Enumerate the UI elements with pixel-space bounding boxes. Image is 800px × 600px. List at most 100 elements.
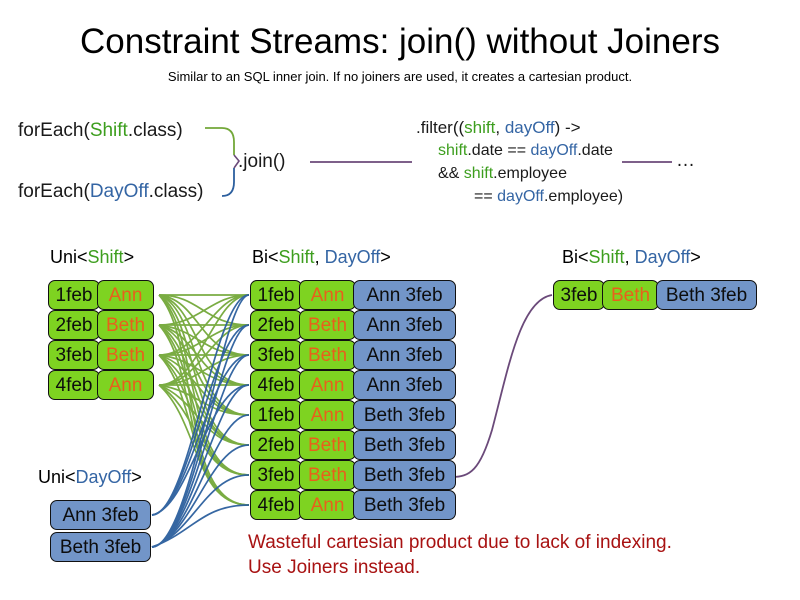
label-uni-shift-type: Shift bbox=[87, 247, 124, 267]
result-dayoff-cell: Beth 3feb bbox=[656, 280, 757, 310]
filter-line-1: .filter((shift, dayOff) -> bbox=[416, 116, 623, 139]
result-date-text: 3feb bbox=[560, 284, 598, 306]
bi-row[interactable]: 4feb Ann Beth 3feb bbox=[250, 490, 456, 520]
label-bi-right-pre: Bi< bbox=[562, 247, 589, 267]
bi-employee-cell: Beth bbox=[299, 460, 356, 490]
bi-date-cell: 4feb bbox=[250, 370, 302, 400]
filter-l2-mid: .date == bbox=[467, 142, 531, 159]
bi-employee-cell-text: Beth bbox=[307, 344, 348, 366]
bi-employee-cell: Ann bbox=[299, 490, 356, 520]
shift-employee-cell-text: Ann bbox=[108, 284, 143, 306]
filter-line-4: == dayOff.employee) bbox=[416, 185, 623, 208]
bi-date-cell-text: 1feb bbox=[257, 284, 295, 306]
filter-l4-dayoff: dayOff bbox=[497, 188, 544, 205]
label-bi-right-sep: , bbox=[624, 247, 635, 267]
filter-l2-dayoff: dayOff bbox=[530, 142, 578, 159]
shift-employee-cell: Ann bbox=[97, 280, 154, 310]
filter-line-3: && shift.employee bbox=[416, 162, 623, 185]
bi-row[interactable]: 1feb Ann Ann 3feb bbox=[250, 280, 456, 310]
bi-date-cell: 3feb bbox=[250, 460, 302, 490]
code-foreach-dayoff: forEach(DayOff.class) bbox=[18, 180, 204, 204]
label-bi-mid-pre: Bi< bbox=[252, 247, 279, 267]
label-uni-dayoff-post: > bbox=[131, 467, 142, 487]
warning-line-2: Use Joiners instead. bbox=[248, 557, 421, 578]
bi-dayoff-cell: Ann 3feb bbox=[353, 280, 456, 310]
label-uni-shift-post: > bbox=[123, 247, 135, 267]
shift-employee-cell: Beth bbox=[97, 340, 154, 370]
filter-l1-shift: shift bbox=[464, 118, 496, 137]
shift-date-cell-text: 2feb bbox=[55, 314, 93, 336]
label-uni-shift-pre: Uni< bbox=[50, 247, 88, 267]
bi-dayoff-cell: Ann 3feb bbox=[353, 310, 456, 340]
shift-row[interactable]: 1feb Ann bbox=[48, 280, 154, 310]
bi-dayoff-cell-text: Ann 3feb bbox=[366, 314, 443, 336]
bi-employee-cell-text: Ann bbox=[310, 284, 345, 306]
foreach-shift-type: Shift bbox=[89, 120, 128, 141]
bi-dayoff-cell-text: Beth 3feb bbox=[363, 434, 446, 456]
bi-dayoff-cell-text: Ann 3feb bbox=[366, 374, 443, 396]
bi-employee-cell-text: Beth bbox=[307, 434, 348, 456]
bi-employee-cell-text: Ann bbox=[310, 494, 345, 516]
wire-bi-to-result bbox=[451, 294, 553, 478]
bi-dayoff-cell-text: Beth 3feb bbox=[363, 464, 446, 486]
label-uni-shift: Uni<Shift> bbox=[50, 246, 134, 268]
bi-employee-cell: Beth bbox=[299, 340, 356, 370]
filter-l2-post: .date bbox=[577, 142, 613, 159]
bi-dayoff-cell: Beth 3feb bbox=[353, 460, 456, 490]
filtered-result-row[interactable]: 3feb Beth Beth 3feb bbox=[553, 280, 757, 310]
foreach-dayoff-prefix: forEach( bbox=[18, 181, 90, 202]
label-bi-right: Bi<Shift, DayOff> bbox=[562, 246, 701, 268]
wires-dayoff-to-bi bbox=[151, 294, 250, 548]
filter-line-2: shift.date == dayOff.date bbox=[416, 139, 623, 162]
code-filter-block: .filter((shift, dayOff) -> shift.date ==… bbox=[416, 116, 623, 208]
bi-employee-cell-text: Beth bbox=[307, 314, 348, 336]
code-foreach-shift: forEach(Shift.class) bbox=[18, 119, 183, 143]
label-bi-mid-type1: Shift bbox=[278, 247, 315, 267]
bi-date-cell: 1feb bbox=[250, 400, 302, 430]
page-title: Constraint Streams: join() without Joine… bbox=[80, 22, 720, 61]
label-uni-dayoff: Uni<DayOff> bbox=[38, 466, 142, 488]
bi-dayoff-cell: Ann 3feb bbox=[353, 370, 456, 400]
bi-date-cell-text: 1feb bbox=[257, 404, 295, 426]
bi-employee-cell: Ann bbox=[299, 400, 356, 430]
label-bi-right-post: > bbox=[690, 247, 701, 267]
dayoff-pair-cell: Ann 3feb bbox=[50, 500, 151, 530]
shift-date-cell: 4feb bbox=[48, 370, 100, 400]
bi-date-cell: 3feb bbox=[250, 340, 302, 370]
shift-date-cell-text: 4feb bbox=[55, 374, 93, 396]
bi-row[interactable]: 4feb Ann Ann 3feb bbox=[250, 370, 456, 400]
label-bi-mid-post: > bbox=[380, 247, 391, 267]
filter-l4-post: .employee) bbox=[543, 188, 624, 205]
label-uni-dayoff-pre: Uni< bbox=[38, 467, 76, 487]
foreach-dayoff-suffix: .class) bbox=[148, 181, 204, 202]
shift-employee-cell: Beth bbox=[97, 310, 154, 340]
shift-date-cell: 3feb bbox=[48, 340, 100, 370]
bi-date-cell-text: 4feb bbox=[257, 494, 295, 516]
shift-date-cell: 1feb bbox=[48, 280, 100, 310]
bi-employee-cell-text: Ann bbox=[310, 374, 345, 396]
bi-employee-cell: Ann bbox=[299, 370, 356, 400]
code-join-call: .join() bbox=[238, 151, 286, 172]
dayoff-pair-cell: Beth 3feb bbox=[50, 532, 151, 562]
bi-dayoff-cell: Beth 3feb bbox=[353, 400, 456, 430]
filter-l1-dayoff: dayOff bbox=[504, 118, 555, 137]
bi-date-cell-text: 3feb bbox=[257, 464, 295, 486]
filter-l3-post: .employee bbox=[493, 165, 567, 182]
bi-employee-cell: Ann bbox=[299, 280, 356, 310]
dayoff-row[interactable]: Ann 3feb bbox=[50, 500, 151, 530]
filter-l4-pre: == bbox=[474, 188, 498, 205]
bi-date-cell: 4feb bbox=[250, 490, 302, 520]
filter-l1-pre: .filter(( bbox=[416, 118, 465, 137]
bi-dayoff-cell-text: Beth 3feb bbox=[363, 494, 446, 516]
label-bi-mid-type2: DayOff bbox=[324, 247, 381, 267]
dayoff-row[interactable]: Beth 3feb bbox=[50, 532, 151, 562]
